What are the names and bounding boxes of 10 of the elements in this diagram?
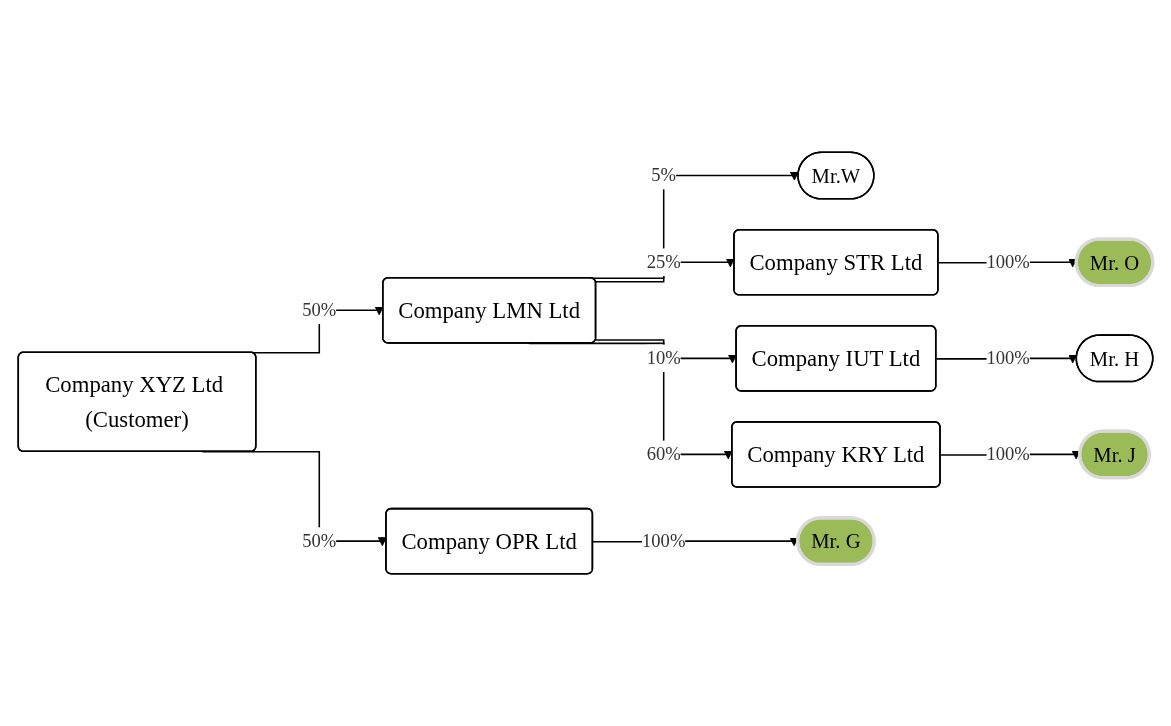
edge-label: 5% [651, 164, 677, 186]
edge-label: 100% [986, 443, 1030, 465]
edge-label: 50% [302, 299, 337, 321]
edge-label: 60% [646, 443, 681, 465]
edge-label: 50% [302, 530, 337, 551]
edge-label: 100% [642, 530, 686, 551]
edge-label: 25% [646, 251, 681, 273]
edge-label: 100% [986, 251, 1030, 273]
edge-label: 10% [646, 347, 681, 369]
edge-label: 100% [986, 347, 1030, 369]
